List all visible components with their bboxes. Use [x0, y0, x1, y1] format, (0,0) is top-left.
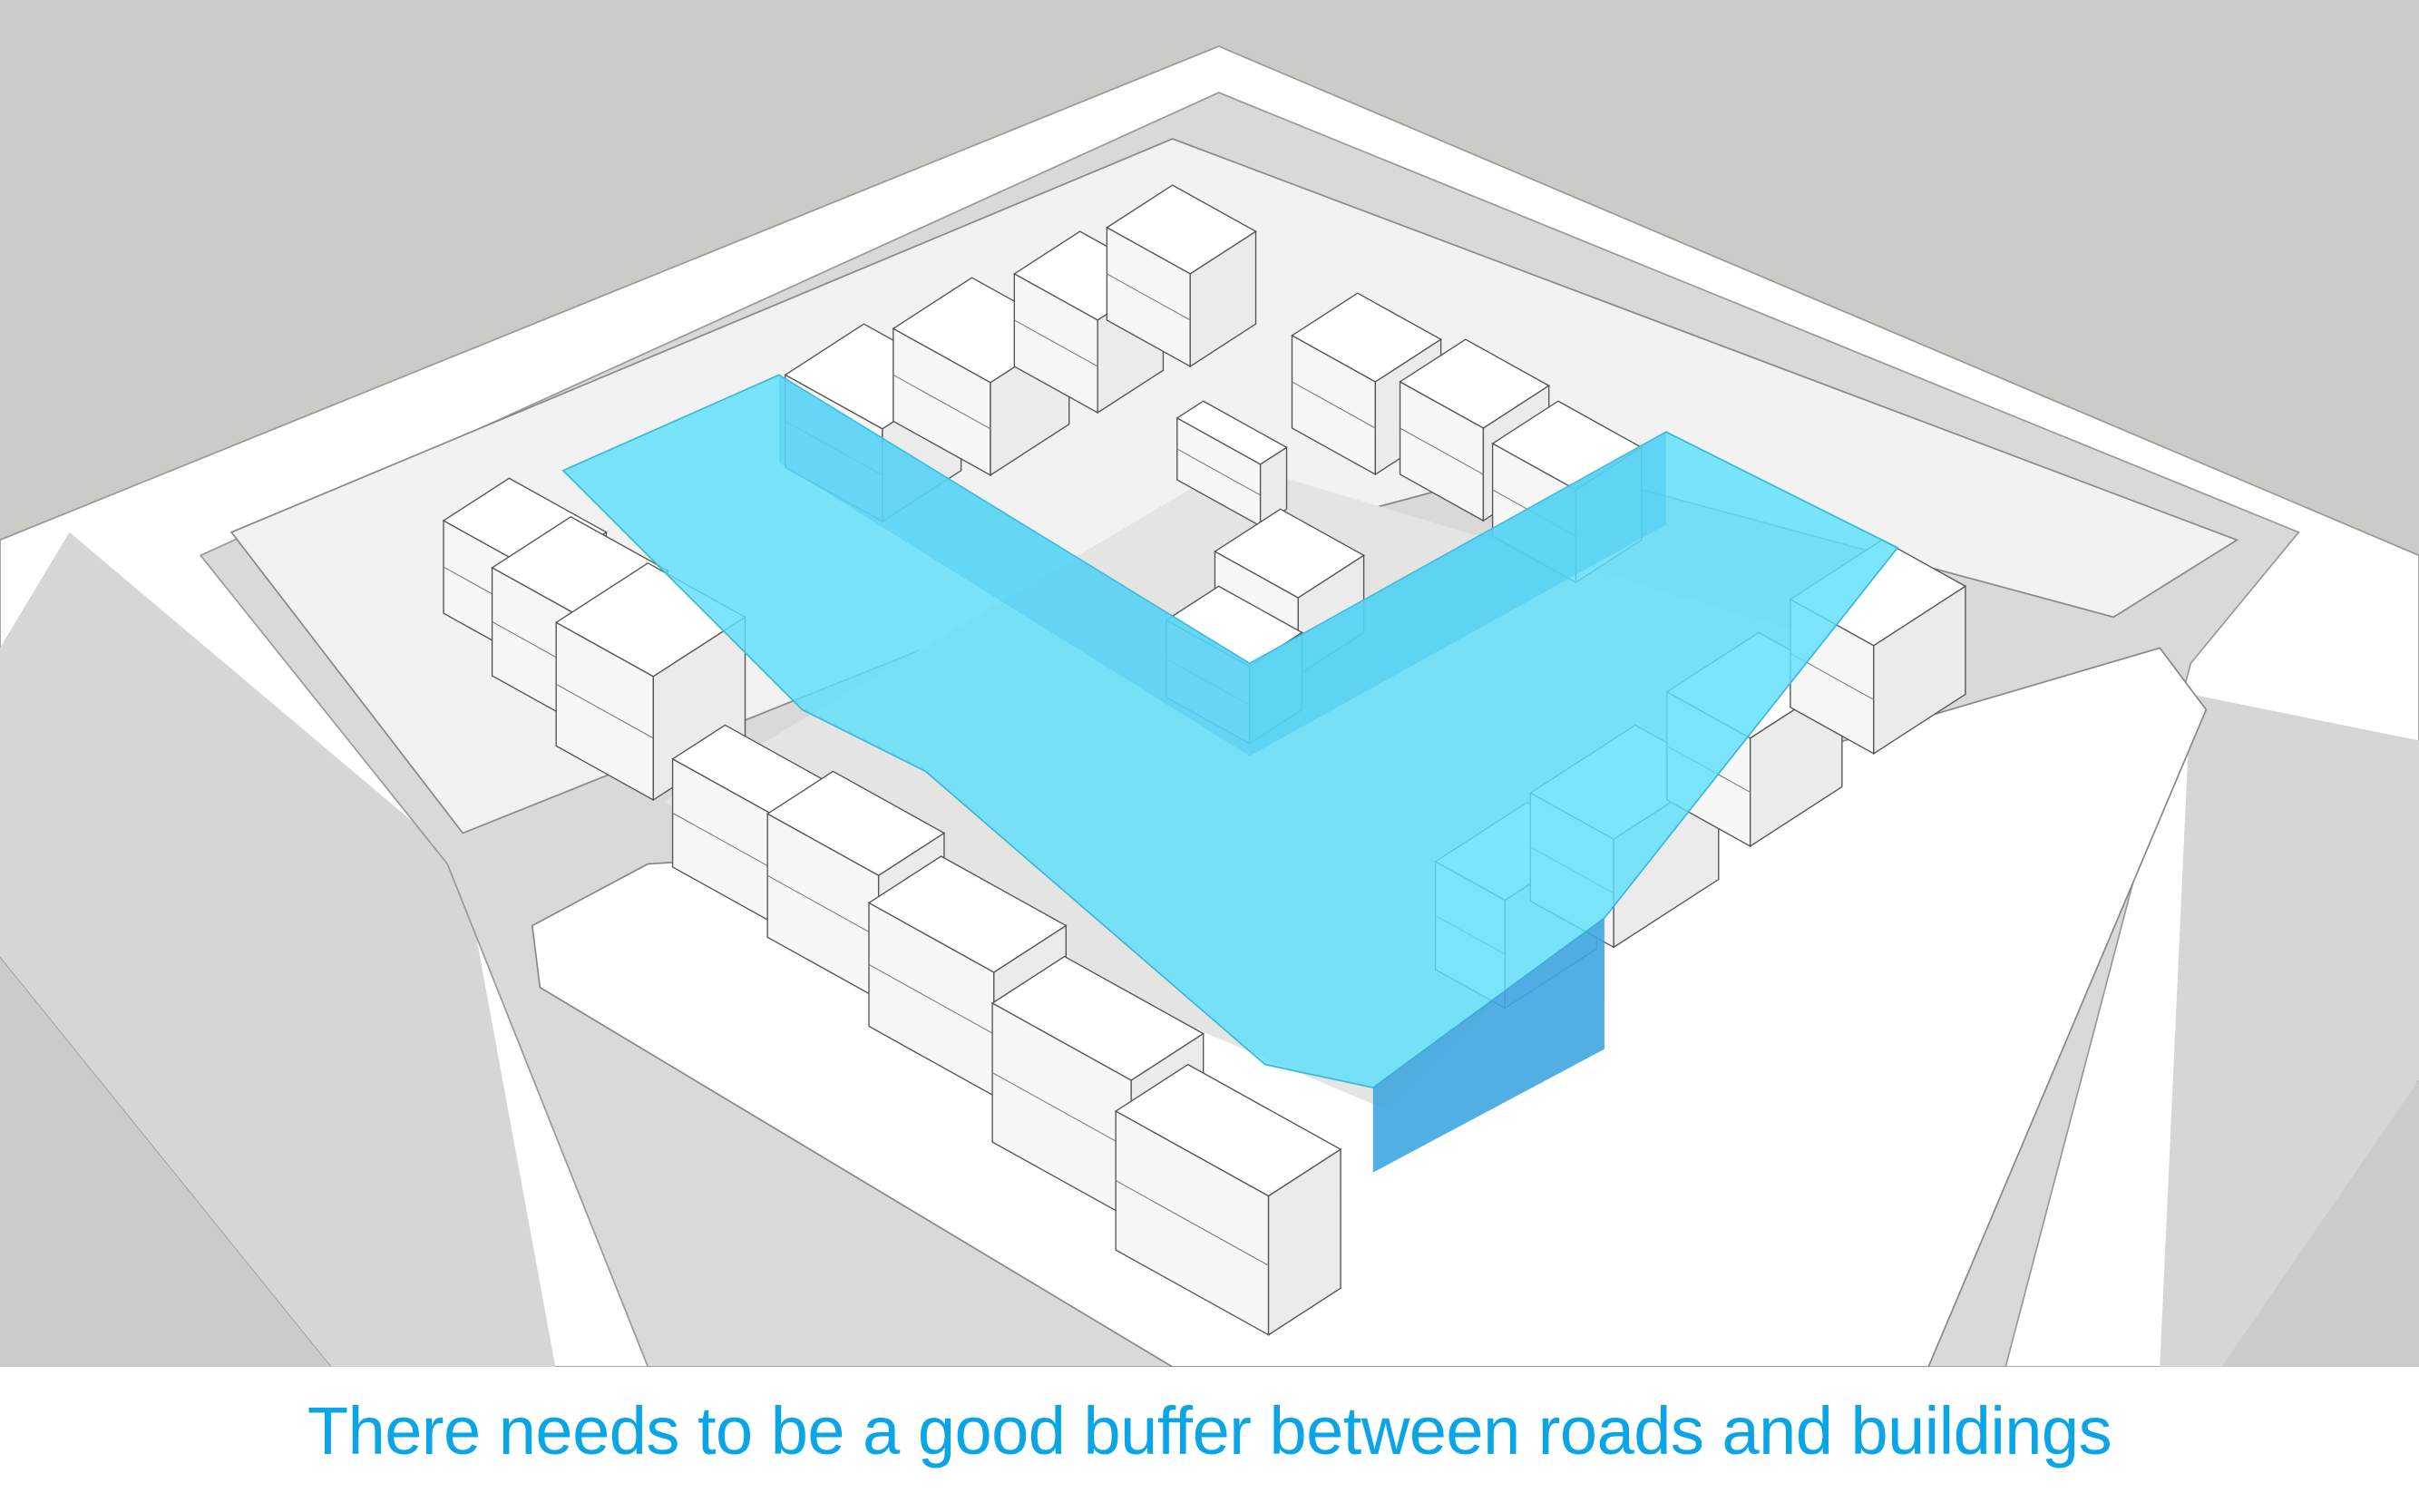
right-road	[2160, 694, 2419, 1367]
floor-line	[991, 1072, 1132, 1151]
site-model-illustration	[0, 0, 2419, 1367]
left-road	[0, 532, 556, 1367]
floor-line	[1292, 381, 1376, 429]
floor-line	[1014, 319, 1098, 367]
floor-line	[1107, 273, 1191, 321]
buffer-zone-inner-wall	[1249, 432, 1666, 756]
floor-line	[892, 374, 991, 430]
building-block	[1267, 1147, 1341, 1336]
floor-line	[555, 683, 654, 739]
buffer-zone-front-face	[1372, 918, 1605, 1173]
floor-line	[868, 964, 995, 1035]
floor-line	[1115, 1180, 1269, 1266]
caption: There needs to be a good buffer between …	[307, 1393, 2112, 1468]
floor-line	[766, 874, 879, 938]
floor-line	[1176, 448, 1261, 496]
buffer-zone-inner-wall-left	[778, 375, 1250, 756]
floor-line	[1400, 427, 1484, 475]
building-block	[1873, 585, 1966, 756]
building-block	[1189, 229, 1257, 368]
floor-line	[672, 812, 785, 875]
